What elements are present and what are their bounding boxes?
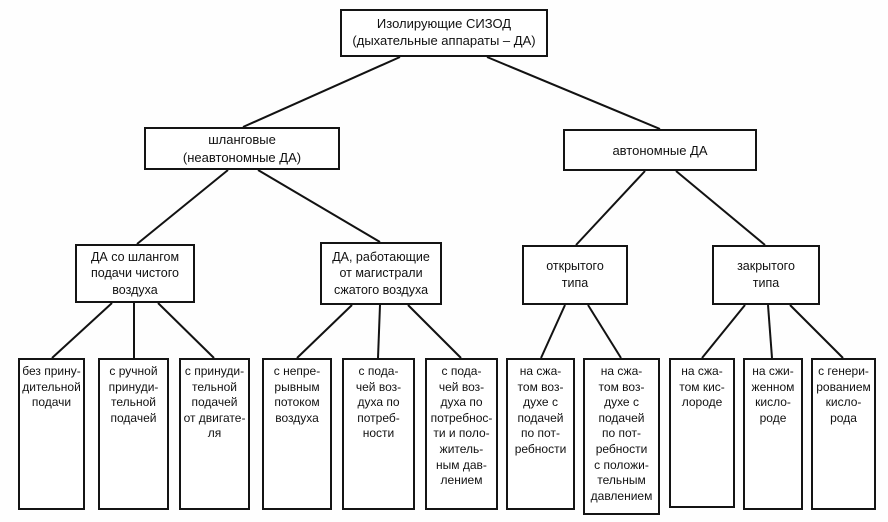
node-clean-air-hose: ДА со шлангом подачи чистого воздуха [75, 244, 195, 303]
edge-hose-cleanair [136, 169, 229, 245]
leaf-compressed-air-on-demand-positive-pressure: на сжа- том воз- духе с подачей по пот- … [583, 358, 660, 515]
edge-cleanair-leaf0 [51, 302, 113, 359]
leaf-oxygen-generating: с генери- рованием кисло- рода [811, 358, 876, 510]
node-label: на сжи- женном кисло- роде [751, 364, 795, 425]
node-compressed-air-line: ДА, работающие от магистрали сжатого воз… [320, 242, 442, 305]
node-autonomous-da: автономные ДА [563, 129, 757, 171]
node-label: ДА со шлангом подачи чистого воздуха [90, 250, 180, 297]
node-label: с пода- чей воз- духа по потребнос- ти и… [430, 364, 493, 488]
node-label: открытого типа [546, 258, 604, 291]
edge-open-leaf6 [540, 304, 566, 359]
node-label: автономные ДА [612, 142, 708, 158]
node-label: без прину- дительной подачи [22, 364, 81, 410]
edge-open-leaf7 [587, 304, 622, 359]
node-label: с генери- рованием кисло- рода [816, 364, 871, 425]
edge-hose-mainline [257, 169, 381, 243]
node-label: с непре- рывным потоком воздуха [273, 364, 321, 425]
leaf-liquefied-oxygen: на сжи- женном кисло- роде [743, 358, 803, 510]
edge-closed-leaf10 [789, 304, 844, 359]
node-label: Изолирующие СИЗОД (дыхательные аппараты … [352, 16, 536, 48]
node-label: закрытого типа [737, 258, 795, 291]
edge-autonomous-open [575, 170, 646, 246]
edge-closed-leaf9 [767, 304, 773, 359]
edge-mainline-leaf5 [407, 304, 462, 359]
node-label: с ручной принуди- тельной подачей [108, 364, 159, 425]
edge-closed-leaf8 [701, 304, 746, 359]
node-root-isolating-sizod: Изолирующие СИЗОД (дыхательные аппараты … [340, 9, 548, 57]
edge-root-hose [242, 56, 401, 128]
edge-autonomous-closed [675, 170, 766, 246]
node-label: на сжа- том воз- духе с подачей по пот- … [590, 364, 653, 503]
node-label: ДА, работающие от магистрали сжатого воз… [332, 250, 430, 297]
node-label: шланговые (неавтономные ДА) [182, 131, 302, 165]
edge-mainline-leaf3 [296, 304, 353, 359]
leaf-air-on-demand: с пода- чей воз- духа по потреб- ности [342, 358, 415, 510]
node-label: на сжа- том воз- духе с подачей по пот- … [514, 364, 567, 456]
leaf-manual-forced-supply: с ручной принуди- тельной подачей [98, 358, 169, 510]
edge-mainline-leaf4 [377, 304, 381, 359]
leaf-continuous-air-flow: с непре- рывным потоком воздуха [262, 358, 332, 510]
node-label: на сжа- том кис- лороде [679, 364, 725, 410]
node-label: с принуди- тельной подачей от двигате- л… [183, 364, 246, 441]
node-label: с пода- чей воз- духа по потреб- ности [355, 364, 402, 441]
leaf-no-forced-supply: без прину- дительной подачи [18, 358, 85, 510]
node-hose-nonautonomous: шланговые (неавтономные ДА) [144, 127, 340, 170]
node-open-type: открытого типа [522, 245, 628, 305]
leaf-compressed-oxygen: на сжа- том кис- лороде [669, 358, 735, 508]
node-closed-type: закрытого типа [712, 245, 820, 305]
edge-root-autonomous [486, 56, 661, 130]
leaf-engine-forced-supply: с принуди- тельной подачей от двигате- л… [179, 358, 250, 510]
edge-cleanair-leaf2 [157, 302, 215, 359]
leaf-air-on-demand-positive-pressure: с пода- чей воз- духа по потребнос- ти и… [425, 358, 498, 510]
leaf-compressed-air-on-demand: на сжа- том воз- духе с подачей по пот- … [506, 358, 575, 510]
